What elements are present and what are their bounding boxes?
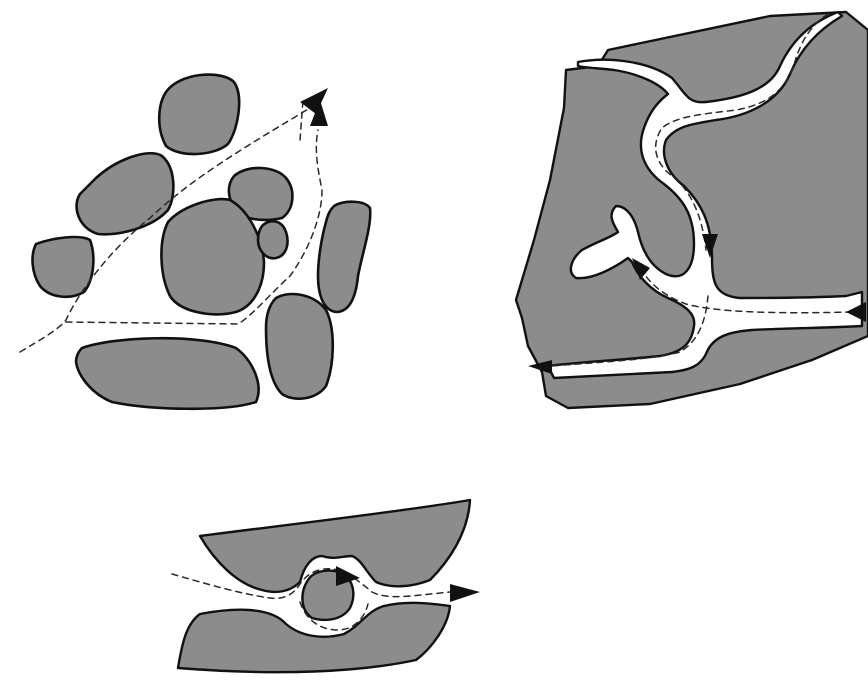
grain — [76, 338, 259, 409]
arrowhead — [300, 88, 328, 114]
arrowhead — [450, 584, 480, 602]
grain — [266, 294, 333, 399]
single-pore-throat-panel — [172, 500, 480, 672]
grain — [318, 202, 370, 312]
grain — [159, 75, 239, 154]
granular-porous-medium-panel — [20, 75, 370, 409]
flow-path — [300, 100, 303, 140]
grain — [258, 221, 288, 258]
grain — [77, 153, 174, 234]
grain — [161, 199, 264, 314]
fractured-solid-medium-panel — [516, 12, 868, 408]
